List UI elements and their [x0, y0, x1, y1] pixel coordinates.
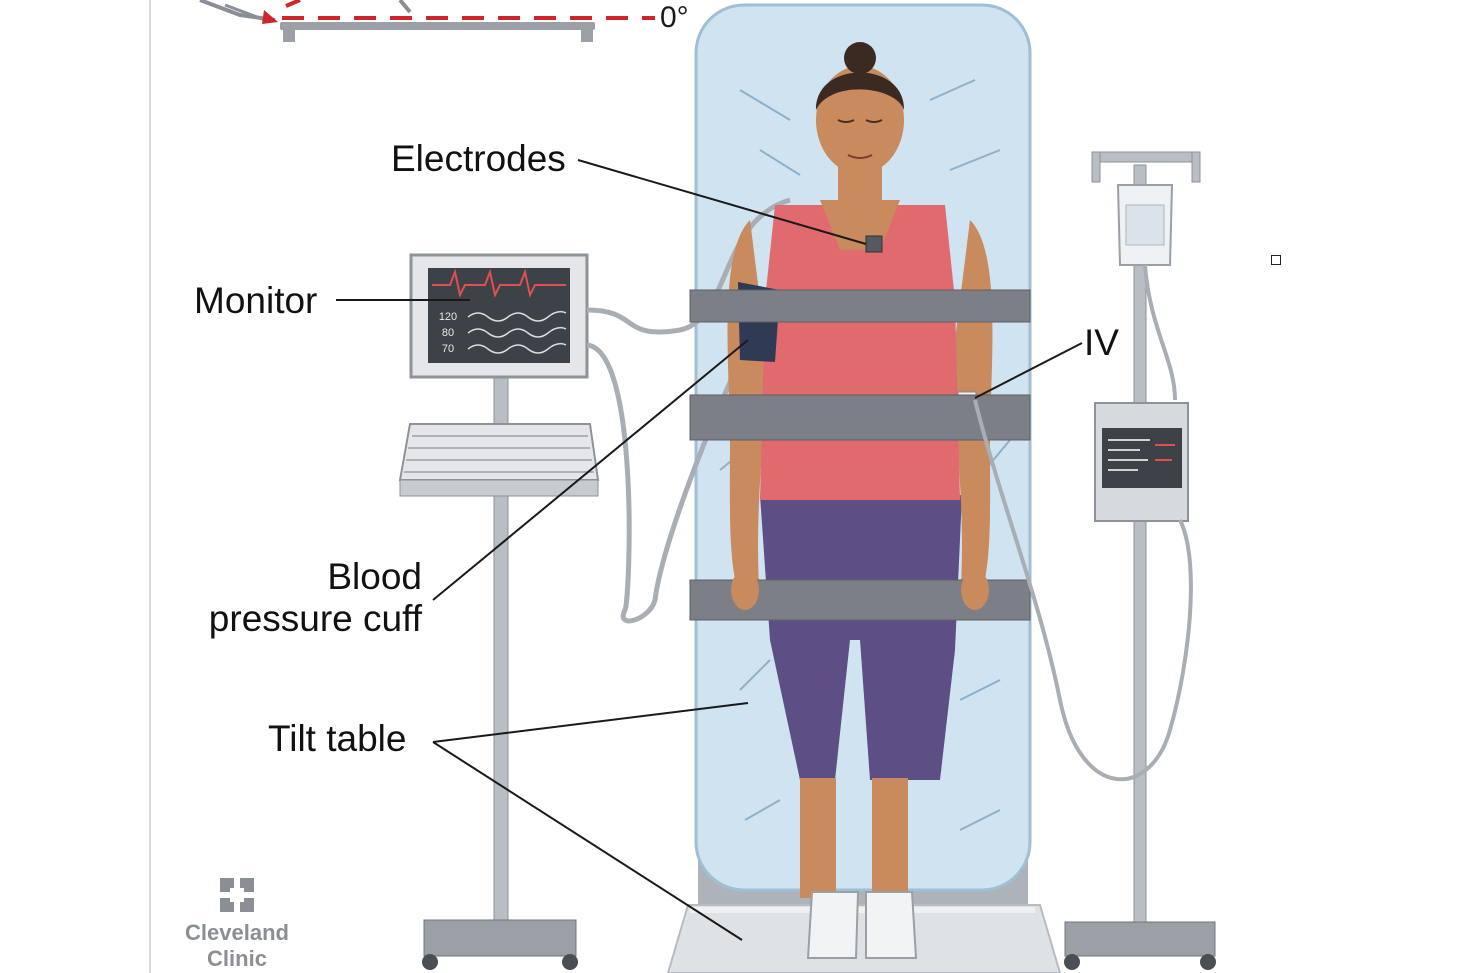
- leader-lines: [336, 159, 1083, 941]
- angle-schematic: [199, 0, 655, 42]
- cleveland-clinic-logo-icon: [220, 878, 254, 912]
- iv-tubing: [973, 399, 1193, 782]
- hair-bun: [844, 42, 876, 74]
- label-tilt-table: Tilt table: [268, 718, 407, 759]
- right-shoe: [865, 891, 918, 959]
- hair: [815, 72, 905, 110]
- left-shoe: [806, 891, 860, 959]
- iv-pole: [1064, 151, 1216, 970]
- label-pressure-cuff: pressure cuff: [208, 598, 422, 639]
- monitor-reading: 120: [439, 311, 457, 323]
- monitor-stand: 120 80 70: [398, 253, 600, 970]
- label-iv: IV: [1084, 322, 1119, 363]
- angle-label: 0°: [660, 1, 689, 34]
- footplate: [666, 904, 1062, 973]
- electrode-pad: [865, 235, 883, 253]
- monitor-reading: 70: [442, 343, 454, 355]
- monitor-screen: [428, 268, 570, 363]
- selection-marker[interactable]: [1271, 255, 1281, 265]
- label-monitor: Monitor: [194, 280, 318, 321]
- label-electrodes: Electrodes: [391, 138, 566, 179]
- label-blood: Blood: [327, 556, 422, 597]
- straps: [689, 289, 1031, 621]
- monitor-reading: 80: [442, 327, 454, 339]
- head: [816, 66, 904, 174]
- logo-line2: Clinic: [207, 946, 267, 971]
- angle-arrow-icon: [262, 10, 278, 24]
- logo-line1: Cleveland: [185, 920, 289, 945]
- pants: [760, 495, 962, 780]
